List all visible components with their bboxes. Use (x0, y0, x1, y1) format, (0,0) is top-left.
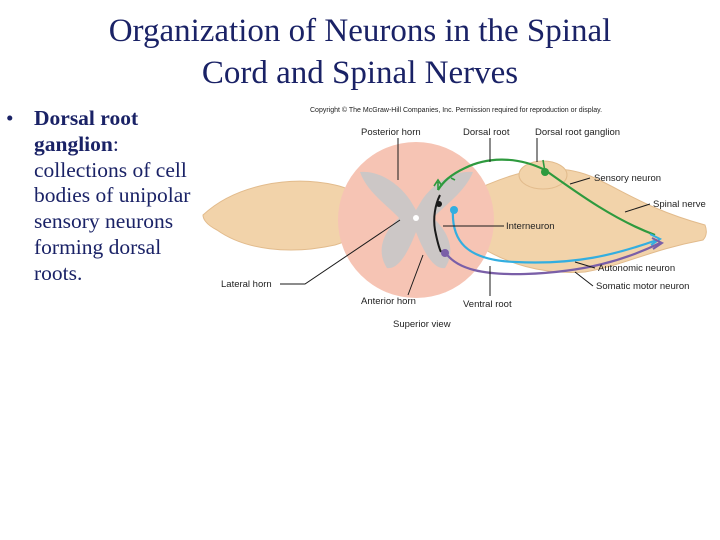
leader-lateral-horn (280, 219, 401, 285)
somatic-motor-neuron-cell-body (441, 249, 449, 257)
label-dorsal-root-ganglion: Dorsal root ganglion (535, 127, 620, 138)
autonomic-neuron-path (451, 207, 658, 264)
slide-title-line-2: Cord and Spinal Nerves (201, 55, 519, 91)
label-superior-view: Superior view (393, 319, 451, 330)
label-anterior-horn: Anterior horn (361, 296, 416, 307)
leader-sensory-neuron (569, 177, 591, 185)
spinal-cord-figure: Copyright © The McGraw-Hill Companies, I… (202, 106, 707, 330)
label-dorsal-root: Dorsal root (463, 127, 510, 138)
somatic-motor-neuron-arrow (651, 237, 664, 250)
interneuron-cell-body (436, 201, 442, 207)
label-lateral-horn: Lateral horn (221, 279, 272, 290)
bullet-term: Dorsal root ganglion (34, 106, 139, 156)
slide-title-line-1: Organization of Neurons in the Spinal (108, 13, 612, 49)
leader-autonomic-neuron (574, 261, 596, 269)
leader-somatic-motor-neuron (574, 271, 594, 287)
sensory-neuron-branch (542, 159, 546, 173)
autonomic-neuron-cell-body (450, 206, 458, 214)
somatic-motor-neuron-path (444, 242, 661, 276)
label-spinal-nerve: Spinal nerve (653, 199, 706, 210)
sensory-neuron-terminal (433, 178, 443, 190)
label-posterior-horn: Posterior horn (361, 127, 421, 138)
bullet-marker: • (6, 106, 14, 130)
label-autonomic-neuron: Autonomic neuron (598, 263, 675, 274)
figure-copyright: Copyright © The McGraw-Hill Companies, I… (310, 106, 602, 114)
slide-title: Organization of Neurons in the Spinal Co… (40, 10, 680, 94)
leader-spinal-nerve (624, 203, 651, 213)
label-sensory-neuron: Sensory neuron (594, 173, 661, 184)
label-ventral-root: Ventral root (463, 299, 512, 310)
bullet-description: : collections of cell bodies of unipolar… (34, 131, 191, 285)
sensory-neuron-terminal-left (450, 177, 456, 181)
sensory-neuron-path (437, 158, 656, 237)
bullet-item: Dorsal root ganglion: collections of cel… (34, 106, 209, 287)
leader-anterior-horn (407, 254, 424, 296)
right-spinal-nerve (464, 168, 707, 273)
label-somatic-motor-neuron: Somatic motor neuron (596, 281, 689, 292)
autonomic-neuron-arrow (649, 233, 662, 246)
label-interneuron: Interneuron (506, 221, 555, 232)
central-canal (413, 215, 419, 221)
